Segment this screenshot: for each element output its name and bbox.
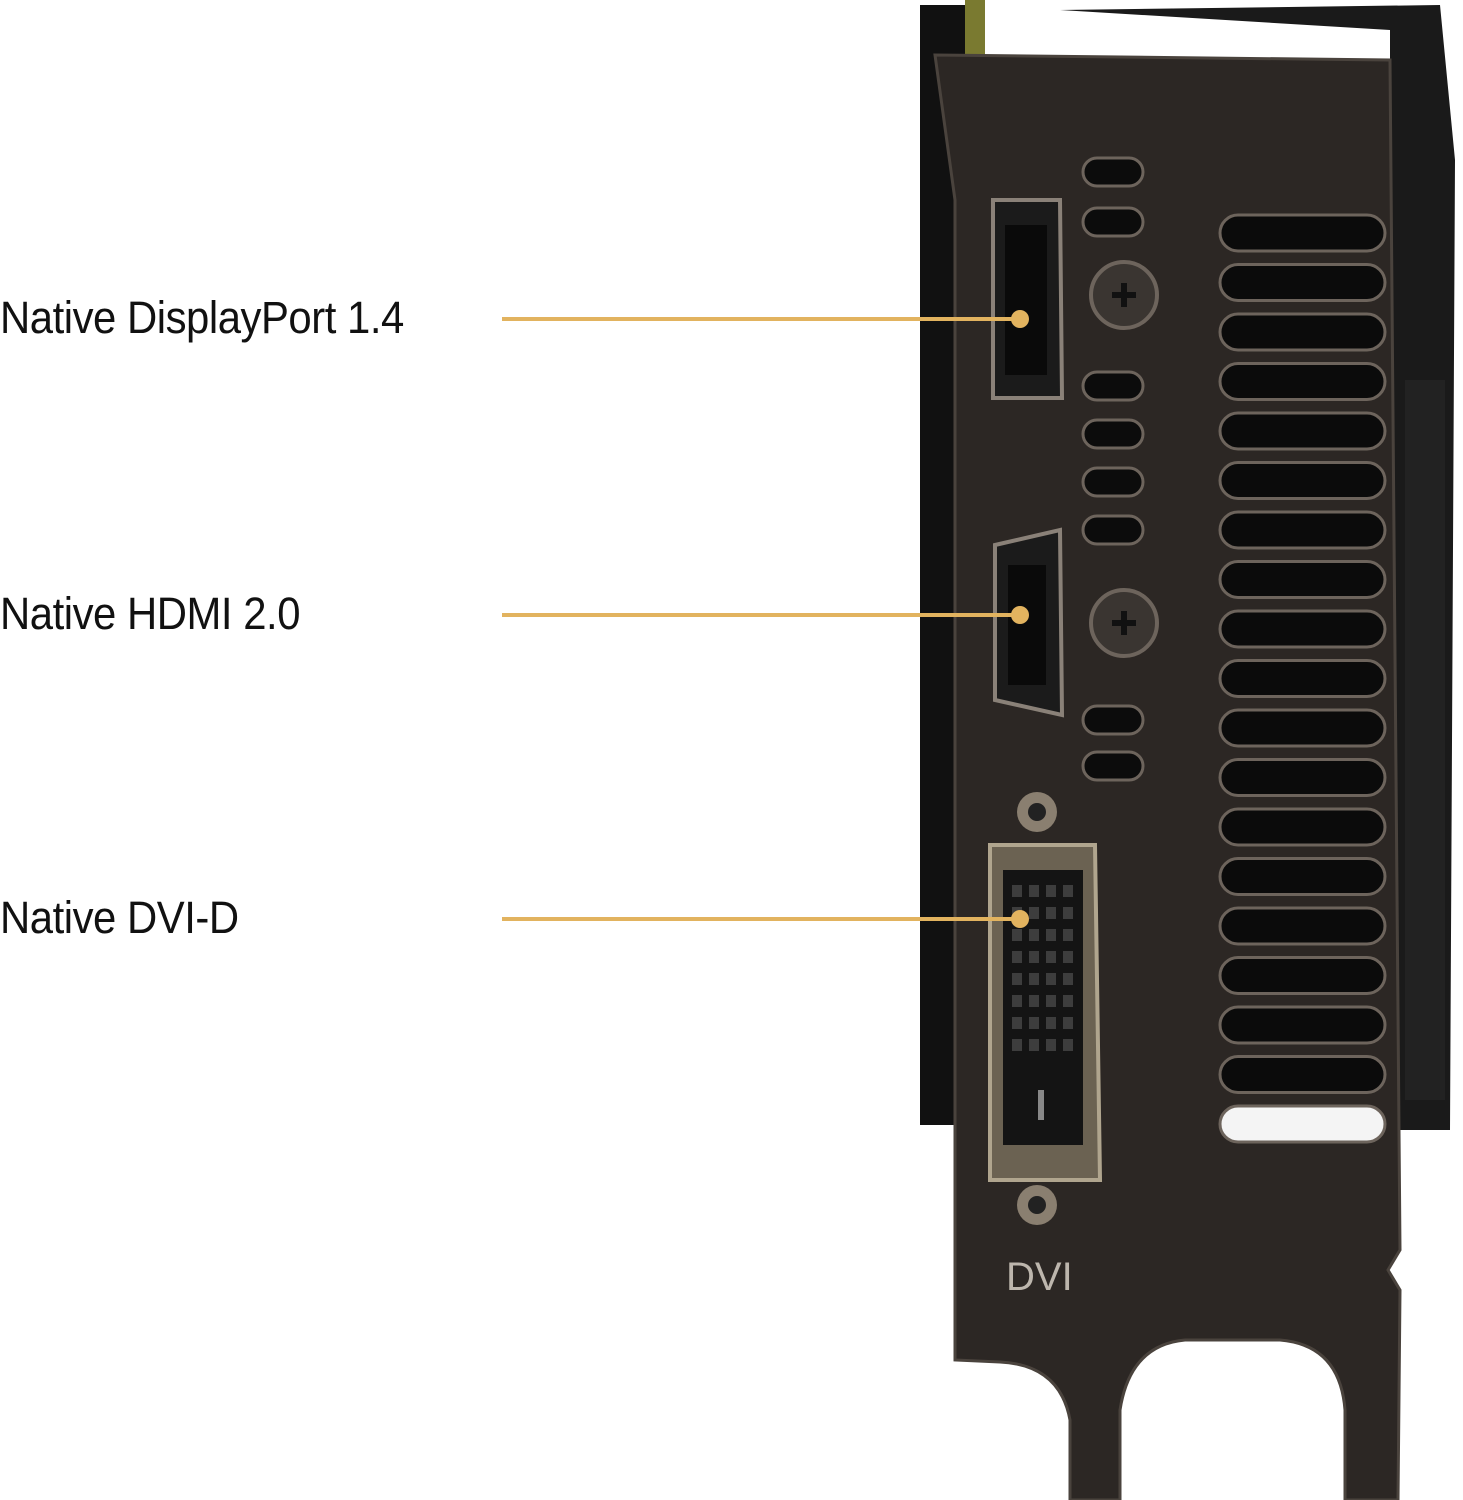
- vent-slot: [1218, 411, 1387, 451]
- bracket-small-slots: [1081, 156, 1145, 782]
- dvi-pin: [1029, 1017, 1039, 1029]
- dvi-pin: [1063, 1017, 1073, 1029]
- vent-slot: [1218, 312, 1387, 352]
- vent-slot: [1218, 906, 1387, 946]
- vent-slot: [1218, 659, 1387, 698]
- dvi-pin: [1063, 907, 1073, 919]
- vent-slot: [1218, 560, 1387, 599]
- vent-slot: [1218, 1055, 1387, 1094]
- dvi-connector: [988, 792, 1103, 1225]
- vent-slot: [1218, 461, 1387, 500]
- dvi-pin: [1063, 951, 1073, 963]
- dvi-pin: [1046, 995, 1056, 1007]
- callout-label-hdmi: Native HDMI 2.0: [0, 588, 301, 639]
- vent-slot: [1218, 1005, 1387, 1045]
- callout-line-dvi: [502, 910, 1029, 928]
- vent-slot: [1218, 807, 1387, 847]
- dvi-pin: [1063, 995, 1073, 1007]
- dvi-pin: [1046, 929, 1056, 941]
- dvi-pin: [1063, 973, 1073, 985]
- vent-slot: [1218, 510, 1387, 550]
- vent-slot: [1218, 857, 1387, 896]
- dvi-pin: [1046, 1017, 1056, 1029]
- vent-slot: [1218, 956, 1387, 995]
- vent-slot: [1218, 609, 1387, 649]
- dvi-pin: [1012, 973, 1022, 985]
- callout-line-displayport: [502, 310, 1029, 328]
- vent-slot: [1218, 758, 1387, 797]
- dvi-pin: [1063, 885, 1073, 897]
- dvi-pin: [1012, 995, 1022, 1007]
- dvi-pin: [1046, 907, 1056, 919]
- dvi-pin: [1063, 1039, 1073, 1051]
- dvi-pin: [1012, 1039, 1022, 1051]
- dvi-pin: [1029, 885, 1039, 897]
- dvi-pin: [1029, 951, 1039, 963]
- dvi-pin: [1046, 973, 1056, 985]
- displayport-connector: [991, 198, 1065, 400]
- vent-slot: [1218, 213, 1387, 253]
- dvi-pin: [1029, 995, 1039, 1007]
- dvi-pin: [1012, 885, 1022, 897]
- callout-line-hdmi: [502, 606, 1029, 624]
- dvi-pin: [1046, 885, 1056, 897]
- dvi-pin: [1012, 929, 1022, 941]
- dvi-pin: [1046, 1039, 1056, 1051]
- dvi-pin: [1012, 1017, 1022, 1029]
- vent-slot: [1218, 362, 1387, 401]
- dvi-pin: [1029, 907, 1039, 919]
- dvi-pin: [1029, 1039, 1039, 1051]
- callout-label-dvi: Native DVI-D: [0, 892, 239, 943]
- screw-icon: [1089, 588, 1159, 658]
- vent-slot: [1218, 708, 1387, 748]
- bracket-engraving-dvi: DVI: [1006, 1255, 1073, 1299]
- vent-slot: [1218, 1104, 1387, 1144]
- dvi-pin: [1029, 929, 1039, 941]
- callout-label-displayport: Native DisplayPort 1.4: [0, 292, 404, 343]
- vent-slot: [1218, 263, 1387, 302]
- hdmi-connector: [993, 527, 1065, 718]
- dvi-pin: [1046, 951, 1056, 963]
- screw-icon: [1089, 260, 1159, 330]
- dvi-pin: [1029, 973, 1039, 985]
- bracket-vent-slots: [1218, 213, 1387, 1144]
- dvi-pin: [1063, 929, 1073, 941]
- dvi-pin: [1012, 951, 1022, 963]
